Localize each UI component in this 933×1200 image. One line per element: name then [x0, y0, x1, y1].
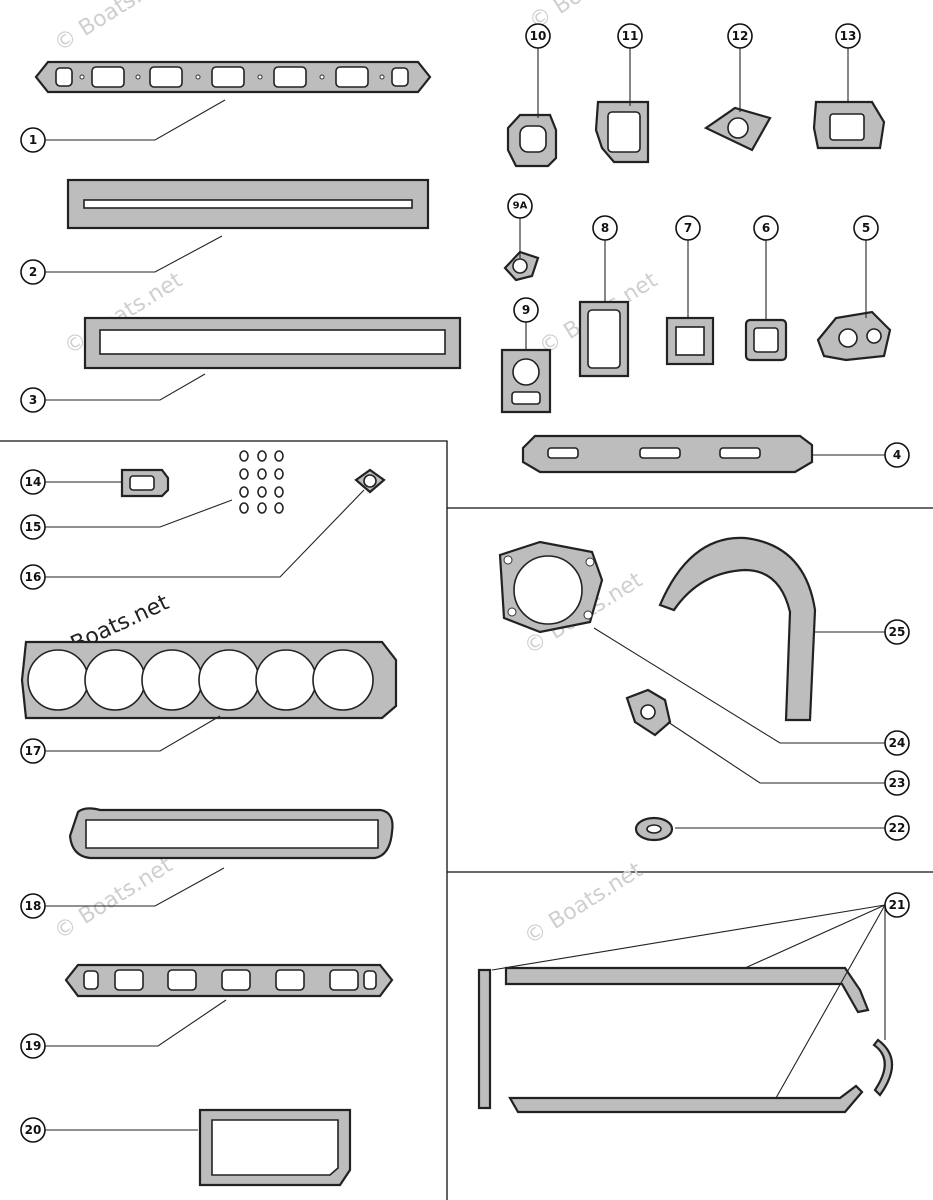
callouts: 1 2 3 4 5 6 7 8 9 9A 10 11 12 13 14 15 1…: [20, 23, 910, 1143]
callout-4: 4: [884, 442, 910, 468]
svg-text:9A: 9A: [513, 201, 528, 212]
part-14-gasket: [120, 468, 170, 498]
part-16-gasket: [354, 468, 386, 494]
svg-text:12: 12: [732, 29, 749, 43]
svg-text:5: 5: [862, 221, 870, 235]
svg-text:9: 9: [522, 303, 530, 317]
part-24-water-pump-gasket: [498, 540, 604, 634]
part-10-gasket: [506, 113, 558, 168]
part-20-gasket: [198, 1108, 352, 1187]
part-5-gasket: [816, 310, 892, 362]
part-17-head-gasket: [20, 640, 398, 720]
svg-text:3: 3: [29, 393, 37, 407]
svg-text:11: 11: [622, 29, 639, 43]
leader-lines: [44, 48, 886, 1131]
callout-20: 20: [20, 1117, 46, 1143]
callout-8: 8: [592, 215, 618, 241]
part-21-oil-pan-gasket-set: [477, 966, 894, 1114]
svg-text:23: 23: [889, 776, 906, 790]
callout-3: 3: [20, 387, 46, 413]
callout-22: 22: [884, 815, 910, 841]
callout-15: 15: [20, 514, 46, 540]
callout-9: 9: [513, 297, 539, 323]
callout-9a: 9A: [507, 193, 533, 219]
svg-text:8: 8: [601, 221, 609, 235]
callout-1: 1: [20, 127, 46, 153]
svg-text:22: 22: [889, 821, 906, 835]
part-3-frame-gasket: [83, 316, 462, 370]
svg-text:17: 17: [25, 744, 42, 758]
part-18-valve-cover-gasket: [68, 807, 394, 860]
svg-text:19: 19: [25, 1039, 42, 1053]
part-11-gasket: [594, 100, 650, 164]
callout-25: 25: [884, 619, 910, 645]
callout-2: 2: [20, 259, 46, 285]
watermark: © Boats.net: [50, 853, 177, 946]
part-19-manifold-gasket: [64, 963, 394, 998]
part-4-valley-gasket: [521, 434, 814, 474]
callout-17: 17: [20, 738, 46, 764]
callout-11: 11: [617, 23, 643, 49]
svg-text:14: 14: [25, 475, 42, 489]
callout-6: 6: [753, 215, 779, 241]
svg-text:20: 20: [25, 1123, 42, 1137]
svg-text:18: 18: [25, 899, 42, 913]
callout-19: 19: [20, 1033, 46, 1059]
callout-12: 12: [727, 23, 753, 49]
callout-18: 18: [20, 893, 46, 919]
svg-text:25: 25: [889, 625, 906, 639]
part-23-gasket: [625, 688, 672, 737]
svg-text:10: 10: [530, 29, 547, 43]
section-dividers: [0, 440, 933, 1200]
part-22-washer: [634, 816, 674, 842]
part-15-o-rings: [239, 450, 284, 514]
part-9-gasket: [500, 348, 552, 414]
part-25-timing-cover-gasket: [658, 536, 817, 722]
callout-5: 5: [853, 215, 879, 241]
callout-21: 21: [884, 892, 910, 918]
callout-24: 24: [884, 730, 910, 756]
callout-7: 7: [675, 215, 701, 241]
svg-text:15: 15: [25, 520, 42, 534]
callout-14: 14: [20, 469, 46, 495]
part-9a-gasket: [503, 250, 540, 282]
part-12-gasket: [703, 106, 772, 152]
callout-16: 16: [20, 564, 46, 590]
svg-text:2: 2: [29, 265, 37, 279]
part-2-strip-gasket: [66, 178, 430, 230]
svg-text:21: 21: [889, 898, 906, 912]
callout-23: 23: [884, 770, 910, 796]
svg-text:7: 7: [684, 221, 692, 235]
svg-text:24: 24: [889, 736, 906, 750]
callout-10: 10: [525, 23, 551, 49]
svg-text:6: 6: [762, 221, 770, 235]
part-8-gasket: [578, 300, 630, 378]
part-6-gasket: [744, 318, 788, 362]
watermark: © Boats.net: [50, 0, 177, 57]
callout-13: 13: [835, 23, 861, 49]
part-7-gasket: [665, 316, 715, 366]
svg-text:13: 13: [840, 29, 857, 43]
svg-text:4: 4: [893, 448, 901, 462]
part-13-gasket: [812, 100, 886, 150]
svg-text:16: 16: [25, 570, 42, 584]
part-1-manifold-gasket: [34, 60, 432, 94]
svg-text:1: 1: [29, 133, 37, 147]
